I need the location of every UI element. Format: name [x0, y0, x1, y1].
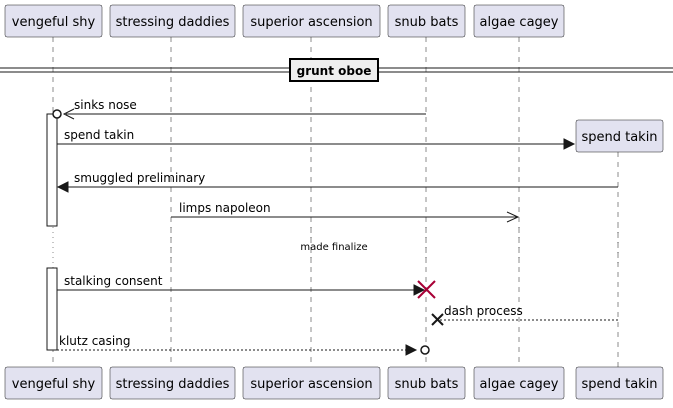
message-label: sinks nose [74, 98, 137, 112]
message-klutz-casing: klutz casing [57, 334, 430, 356]
participant-snub-bats[interactable]: snub bats [387, 4, 466, 38]
message-limps-napoleon: limps napoleon [171, 201, 520, 223]
message-stalking-consent: stalking consent [57, 274, 436, 299]
participant-superior-ascension-bottom[interactable]: superior ascension [242, 366, 381, 400]
participant-label: stressing daddies [116, 15, 230, 30]
destroy-icon [417, 280, 436, 299]
participant-spend-takin-bottom[interactable]: spend takin [575, 366, 664, 400]
delay-dots [52, 227, 619, 267]
participant-label: snub bats [395, 15, 459, 30]
participant-label: superior ascension [250, 377, 372, 392]
message-label: klutz casing [59, 334, 130, 348]
message-smuggled-preliminary: smuggled preliminary [56, 171, 618, 193]
participants-bottom: vengeful shy stressing daddies superior … [4, 366, 664, 400]
message-dash-process: dash process [431, 304, 618, 326]
participant-label: algae cagey [480, 15, 559, 30]
message-label: dash process [444, 304, 523, 318]
participant-label: spend takin [581, 130, 657, 145]
message-label: limps napoleon [179, 201, 271, 215]
lifelines [52, 37, 619, 367]
participant-superior-ascension[interactable]: superior ascension [242, 4, 381, 38]
message-label: stalking consent [64, 274, 163, 288]
participant-algae-cagey[interactable]: algae cagey [473, 4, 565, 38]
participant-label: vengeful shy [12, 15, 96, 30]
cross-icon [431, 313, 444, 326]
activation-bar-top [46, 113, 58, 227]
participant-label: stressing daddies [116, 377, 230, 392]
participant-algae-cagey-bottom[interactable]: algae cagey [473, 366, 565, 400]
delay-label: made finalize [300, 242, 367, 253]
participants-top: vengeful shy stressing daddies superior … [4, 4, 565, 38]
participant-vengeful-shy[interactable]: vengeful shy [4, 4, 103, 38]
participant-label: snub bats [395, 377, 459, 392]
participant-vengeful-shy-bottom[interactable]: vengeful shy [4, 366, 103, 400]
message-label: smuggled preliminary [74, 171, 205, 185]
participant-label: superior ascension [250, 15, 372, 30]
message-sinks-nose: sinks nose [52, 98, 426, 120]
participant-spend-takin-created[interactable]: spend takin [575, 119, 664, 153]
activation-bar-bottom [46, 267, 58, 351]
participant-label: algae cagey [480, 377, 559, 392]
participant-label: spend takin [581, 377, 657, 392]
divider-label: grunt oboe [297, 64, 372, 78]
message-label: spend takin [64, 128, 134, 142]
message-spend-takin: spend takin [57, 128, 576, 150]
participant-snub-bats-bottom[interactable]: snub bats [387, 366, 466, 400]
divider: grunt oboe [0, 58, 673, 82]
participant-label: vengeful shy [12, 377, 96, 392]
participant-stressing-daddies[interactable]: stressing daddies [109, 4, 236, 38]
participant-stressing-daddies-bottom[interactable]: stressing daddies [109, 366, 236, 400]
